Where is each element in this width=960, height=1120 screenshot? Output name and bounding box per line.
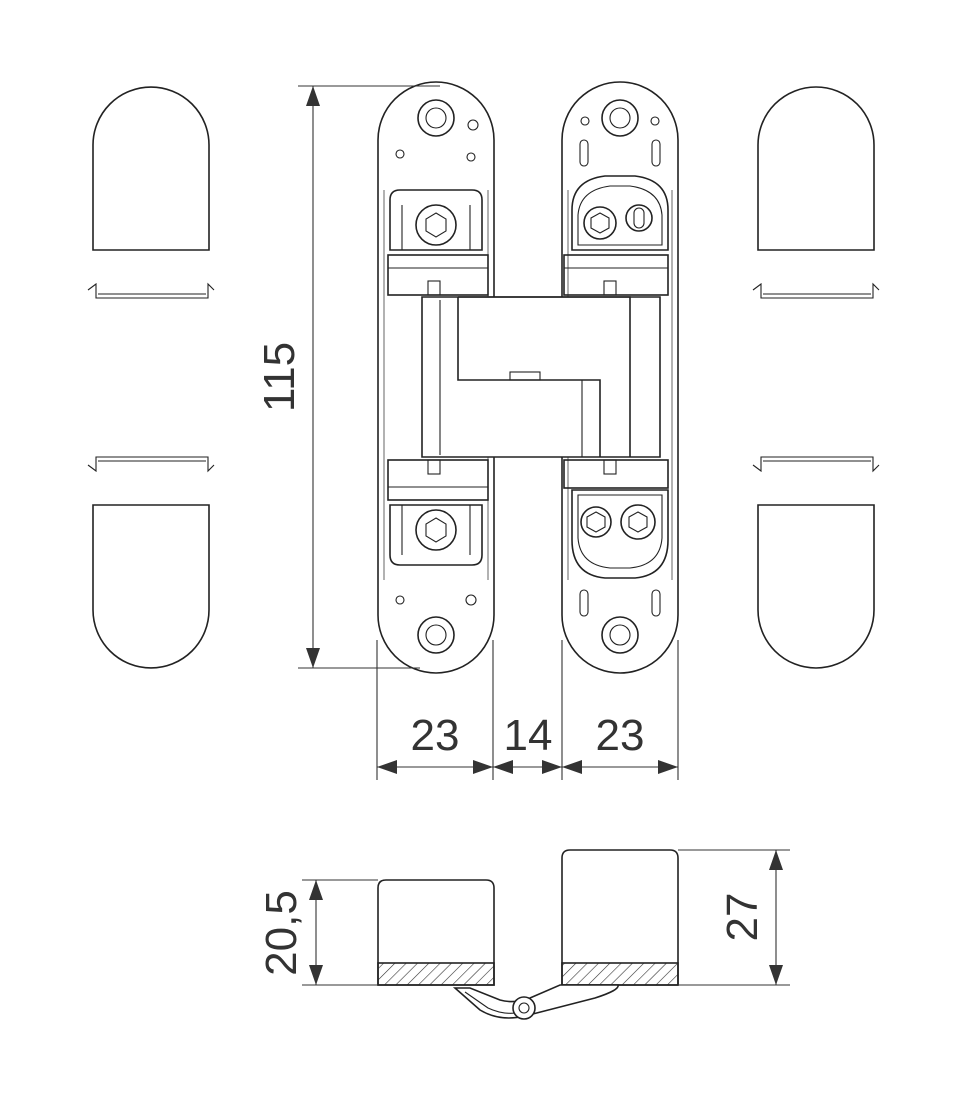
mounting-hole-right-top [601, 99, 639, 137]
dimension-depth-right-label: 27 [718, 893, 767, 942]
cover-clip-top-left [87, 282, 215, 299]
dimension-depth-right: 27 [678, 849, 790, 986]
dimension-depth-left-label: 20,5 [257, 890, 306, 976]
dimension-width-gap-label: 14 [504, 711, 553, 760]
side-linkage-arm [452, 984, 619, 1019]
cover-cap-top-left [92, 86, 210, 251]
hinge-side-view [377, 849, 679, 1020]
dimension-height: 115 [255, 85, 440, 669]
hinge-left-leaf [377, 81, 495, 674]
cam-screw-right-top-2 [625, 204, 653, 232]
cam-screw-right-bottom-1 [580, 506, 612, 538]
cam-screw-right-bottom-2 [620, 504, 656, 540]
side-body-right [561, 849, 679, 986]
cover-cap-top-right [757, 86, 875, 251]
adjust-screw-left-top [415, 204, 457, 246]
side-body-left [377, 879, 495, 986]
adjust-screw-left-bottom [415, 509, 457, 551]
dimension-width-left-label: 23 [411, 711, 460, 760]
dimension-widths: 23 14 23 [376, 640, 679, 780]
side-flange-left [377, 962, 495, 986]
side-flange-right [561, 962, 679, 986]
side-pivot-pin [512, 996, 536, 1020]
dimension-depth-left: 20,5 [257, 879, 378, 986]
cover-cap-bottom-right [757, 504, 875, 669]
cover-clip-top-right [752, 282, 880, 299]
mounting-hole-left-top [417, 99, 455, 137]
cover-clip-bottom-right [752, 456, 880, 473]
hinge-right-leaf [561, 81, 679, 674]
cover-clip-bottom-left [87, 456, 215, 473]
hinge-front-view [377, 81, 679, 674]
mounting-hole-right-bottom [601, 616, 639, 654]
cover-cap-bottom-left [92, 504, 210, 669]
dimension-height-label: 115 [255, 342, 304, 412]
cam-screw-right-top-1 [583, 206, 617, 240]
dimension-width-right-label: 23 [596, 711, 645, 760]
mounting-hole-left-bottom [417, 616, 455, 654]
